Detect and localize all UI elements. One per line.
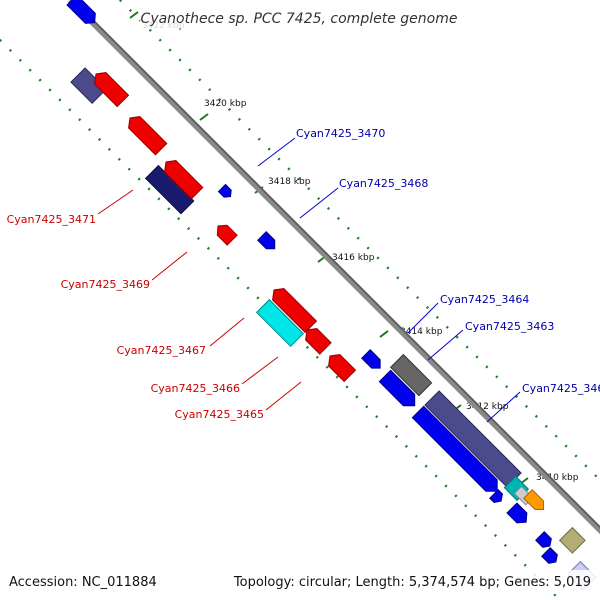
callout-line — [265, 381, 302, 411]
gene-feature[interactable] — [541, 547, 560, 566]
gene-feature[interactable] — [268, 284, 318, 334]
gene-feature[interactable] — [558, 526, 586, 554]
gene-feature[interactable] — [66, 0, 100, 28]
gene-feature[interactable] — [301, 324, 332, 355]
gene-feature[interactable] — [213, 221, 238, 246]
gene-feature[interactable] — [124, 112, 168, 156]
topology-text: Topology: circular; Length: 5,374,574 bp… — [233, 575, 591, 590]
callout-line — [151, 251, 188, 281]
callout-line — [241, 356, 279, 385]
gene-label-cyan7425-3471[interactable]: Cyan7425_3471 — [7, 213, 96, 226]
gene-feature[interactable] — [361, 349, 385, 373]
forward-callouts — [257, 137, 521, 423]
title-backdrop — [140, 6, 460, 28]
dotted-guide-1 — [0, 38, 562, 600]
gene-feature[interactable] — [324, 350, 357, 383]
reverse-strand-genes — [70, 67, 357, 383]
callout-line — [257, 137, 296, 167]
gene-label-cyan7425-3467[interactable]: Cyan7425_3467 — [117, 344, 206, 357]
tick-label: 3414 kbp — [400, 327, 443, 337]
gene-label-cyan7425-3465[interactable]: Cyan7425_3465 — [175, 408, 264, 421]
reverse-callouts — [97, 189, 302, 411]
tick-mark — [199, 113, 209, 121]
gene-feature[interactable] — [255, 298, 305, 348]
gene-label-cyan7425-3470[interactable]: Cyan7425_3470 — [296, 127, 385, 140]
gene-feature[interactable] — [489, 489, 506, 506]
gene-feature[interactable] — [257, 231, 279, 253]
gene-label-cyan7425-3463[interactable]: Cyan7425_3463 — [465, 320, 554, 333]
gene-feature[interactable] — [535, 531, 554, 550]
genome-backbone-shadow — [72, 0, 600, 529]
gene-feature[interactable] — [411, 405, 503, 497]
callout-line — [97, 189, 134, 215]
callout-line — [299, 187, 339, 219]
gene-label-cyan7425-3462[interactable]: Cyan7425_3462 — [522, 382, 600, 395]
gene-feature[interactable] — [378, 369, 420, 411]
forward-gene-labels: Cyan7425_3470 Cyan7425_3468 Cyan7425_346… — [296, 127, 600, 395]
gene-feature[interactable] — [90, 68, 130, 108]
gene-feature[interactable] — [523, 489, 548, 514]
forward-strand-genes — [66, 0, 597, 591]
map-title: Cyanothece sp. PCC 7425, complete genome — [141, 11, 458, 27]
genome-backbone — [67, 0, 600, 535]
gene-feature[interactable] — [389, 353, 433, 397]
footer-backdrop — [0, 570, 600, 594]
callout-line — [407, 302, 439, 334]
gene-label-cyan7425-3468[interactable]: Cyan7425_3468 — [339, 177, 428, 190]
gene-label-cyan7425-3466[interactable]: Cyan7425_3466 — [151, 382, 240, 395]
callout-line — [486, 391, 521, 423]
callout-line — [209, 317, 245, 347]
accession-text: Accession: NC_011884 — [9, 575, 157, 590]
gene-feature[interactable] — [217, 183, 234, 200]
dotted-guide-2 — [118, 0, 600, 482]
tick-mark — [129, 11, 139, 19]
gene-label-cyan7425-3469[interactable]: Cyan7425_3469 — [61, 278, 150, 291]
tick-label: 3418 kbp — [268, 177, 311, 187]
reverse-gene-labels: Cyan7425_3471 Cyan7425_3469 Cyan7425_346… — [7, 213, 264, 421]
tick-label: 3412 kbp — [466, 402, 509, 412]
gene-label-cyan7425-3464[interactable]: Cyan7425_3464 — [440, 293, 529, 306]
callout-line — [427, 329, 464, 361]
tick-mark — [379, 330, 389, 338]
tick-label: 3410 kbp — [536, 473, 579, 483]
gene-feature[interactable] — [160, 156, 204, 200]
gene-feature[interactable] — [506, 502, 531, 527]
tick-label: 3420 kbp — [204, 99, 247, 109]
tick-label: 3416 kbp — [332, 253, 375, 263]
